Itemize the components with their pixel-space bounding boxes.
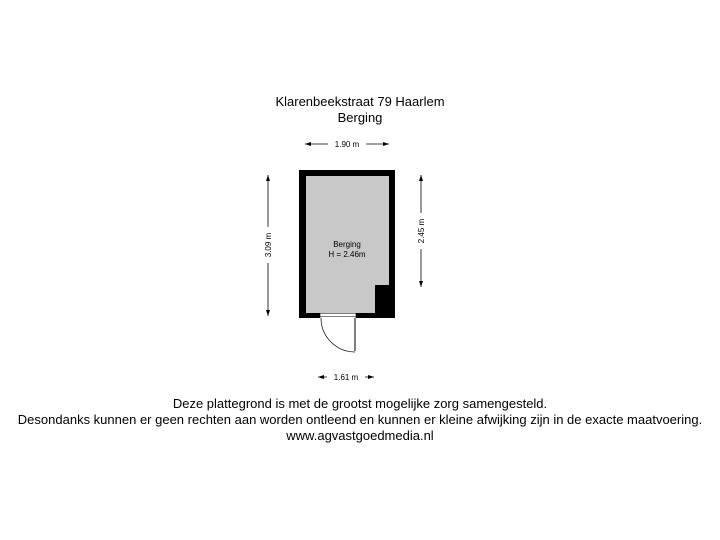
- dimension-right-arrow-bottom: [419, 281, 423, 287]
- room-height-label: H = 2.46m: [328, 250, 365, 259]
- website-link[interactable]: www.agvastgoedmedia.nl: [286, 428, 434, 443]
- dimension-top: 1.90 m: [305, 139, 389, 149]
- door-swing-arc: [320, 317, 356, 353]
- dimension-right: 2.45 m: [416, 175, 426, 287]
- dimension-bottom-arrow-left: [318, 375, 324, 379]
- room-corner-block: [375, 285, 389, 313]
- dimension-right-arrow-top: [419, 175, 423, 181]
- dimension-bottom-label: 1.61 m: [334, 373, 359, 382]
- dimension-left-label-bg: [263, 227, 273, 263]
- disclaimer-line-1: Deze plattegrond is met de grootst mogel…: [172, 396, 548, 411]
- door-swing: [320, 317, 356, 353]
- dimension-top-arrow-left: [305, 142, 311, 146]
- dimension-top-label: 1.90 m: [335, 140, 360, 149]
- dimension-left-arrow-top: [266, 175, 270, 181]
- plan-floor-title: Berging: [337, 110, 383, 125]
- dimension-right-label-bg: [416, 213, 426, 249]
- dimension-left-label: 3.09 m: [264, 232, 273, 257]
- dimension-top-arrow-right: [383, 142, 389, 146]
- dimension-right-label: 2.45 m: [417, 218, 426, 243]
- dimension-bottom-arrow-right: [368, 375, 374, 379]
- room-name-label: Berging: [333, 240, 361, 249]
- room-walls: [299, 170, 395, 318]
- dimension-bottom-label-bg: [327, 372, 365, 382]
- dimension-left: 3.09 m: [263, 175, 273, 316]
- plan-address-title: Klarenbeekstraat 79 Haarlem: [275, 94, 445, 109]
- door-opening: [320, 313, 356, 318]
- dimension-bottom: 1.61 m: [318, 372, 374, 382]
- dimension-left-arrow-bottom: [266, 310, 270, 316]
- dimension-top-label-bg: [328, 139, 366, 149]
- disclaimer-line-2: Desondanks kunnen er geen rechten aan wo…: [17, 412, 703, 427]
